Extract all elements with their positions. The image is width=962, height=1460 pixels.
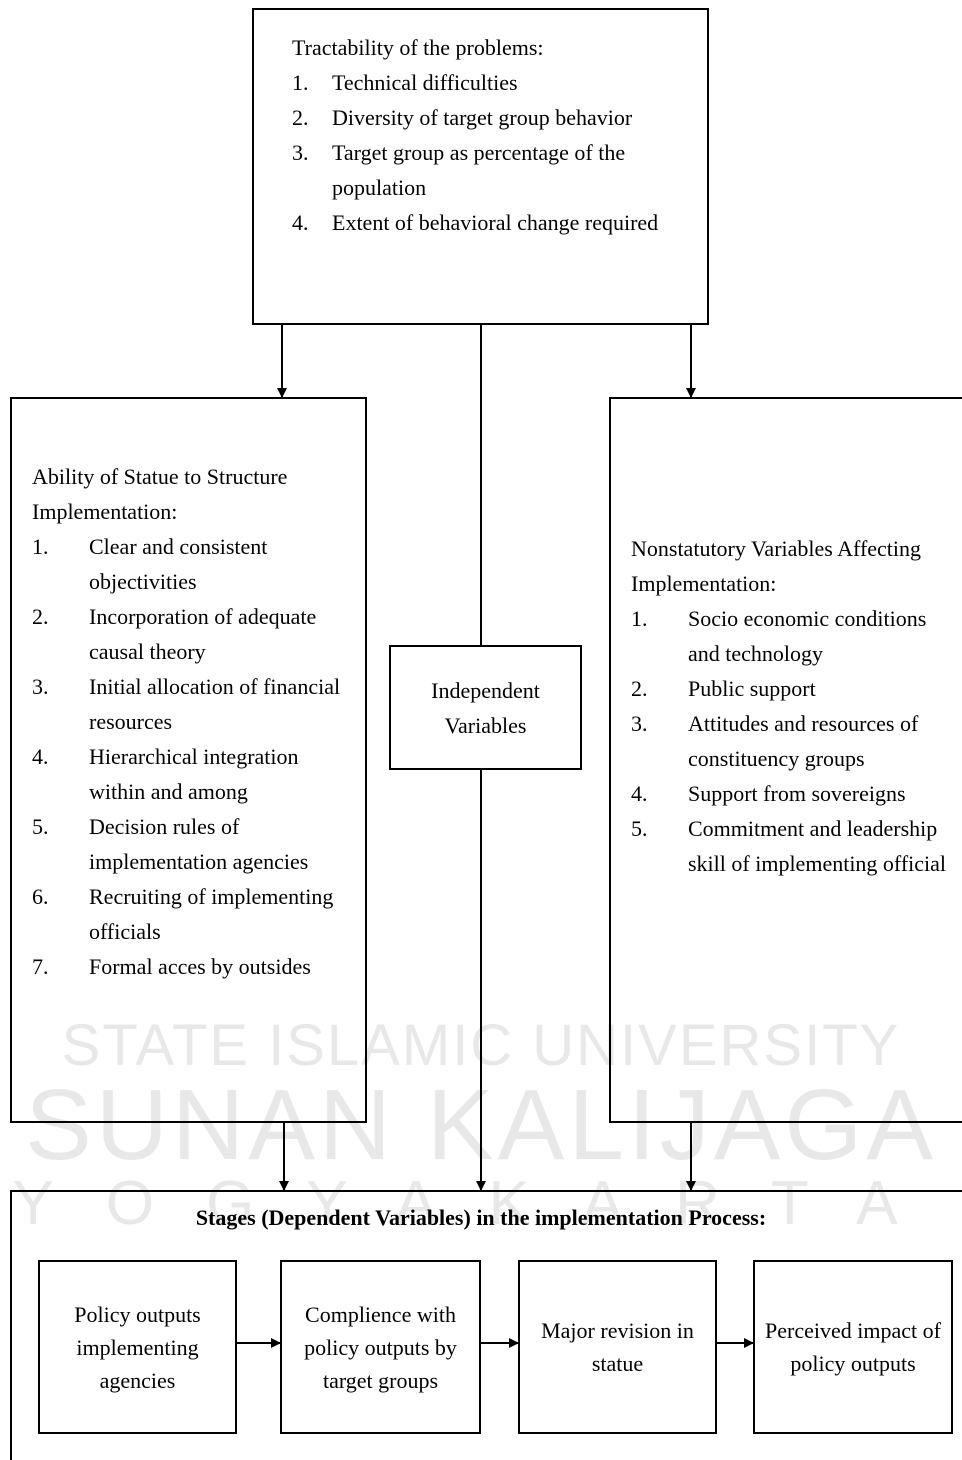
list-item: 4. Support from sovereigns	[631, 776, 951, 811]
list-item-number: 5.	[631, 816, 648, 841]
list-item-text: Recruiting of implementing officials	[89, 884, 334, 944]
list-item: 3. Target group as percentage of the popu…	[292, 135, 672, 205]
list-item-number: 1.	[292, 70, 309, 95]
tractability-title: Tractability of the problems:	[292, 35, 544, 60]
nonstatutory-variables-box: Nonstatutory Variables Affecting Impleme…	[609, 397, 962, 1123]
nonstatutory-variables-title: Nonstatutory Variables Affecting Impleme…	[631, 536, 922, 596]
list-item-number: 7.	[32, 954, 49, 979]
list-item: 2. Incorporation of adequate causal theor…	[32, 599, 357, 669]
list-item-text: Support from sovereigns	[688, 781, 906, 806]
list-item-number: 2.	[32, 604, 49, 629]
statute-ability-title: Ability of Statue to Structure Implement…	[32, 464, 288, 524]
list-item: 1. Technical difficulties	[292, 65, 672, 100]
list-item-text: Extent of behavioral change required	[332, 210, 659, 235]
stages-box	[10, 1190, 962, 1460]
list-item-number: 4.	[292, 210, 309, 235]
list-item-number: 3.	[32, 674, 49, 699]
list-item: 1. Socio economic conditions and technolo…	[631, 601, 951, 671]
list-item-text: Technical difficulties	[332, 70, 518, 95]
list-item-text: Clear and consistent objectivities	[89, 534, 268, 594]
statute-ability-box: Ability of Statue to Structure Implement…	[10, 397, 367, 1123]
list-item-number: 3.	[631, 711, 648, 736]
list-item-number: 4.	[631, 781, 648, 806]
stage-label: Major revision in statue	[541, 1318, 694, 1376]
list-item-text: Hierarchical integration within and amon…	[89, 744, 299, 804]
statute-ability-list: 1. Clear and consistent objectivities 2. I…	[32, 529, 357, 984]
independent-variables-line-1: Independent	[431, 678, 540, 703]
tractability-box: Tractability of the problems: 1. Technica…	[252, 8, 709, 325]
list-item-number: 3.	[292, 140, 309, 165]
stages-title: Stages (Dependent Variables) in the impl…	[195, 1205, 767, 1230]
list-item-text: Target group as percentage of the popula…	[332, 140, 626, 200]
independent-variables-box: Independent Variables	[389, 645, 582, 770]
list-item-text: Incorporation of adequate causal theory	[89, 604, 317, 664]
list-item-number: 1.	[32, 534, 49, 559]
list-item-text: Initial allocation of financial resource…	[89, 674, 341, 734]
list-item: 4. Hierarchical integration within and am…	[32, 739, 357, 809]
list-item: 3. Initial allocation of financial resour…	[32, 669, 357, 739]
tractability-list: 1. Technical difficulties 2. Diversity of …	[292, 65, 672, 240]
list-item: 7. Formal acces by outsides	[32, 949, 357, 984]
stage-label: Perceived impact of policy outputs	[765, 1318, 941, 1376]
stage-major-revision: Major revision in statue	[518, 1260, 717, 1434]
list-item: 3. Attitudes and resources of constituenc…	[631, 706, 951, 776]
stage-perceived-impact: Perceived impact of policy outputs	[753, 1260, 953, 1434]
list-item: 2. Diversity of target group behavior	[292, 100, 672, 135]
list-item: 1. Clear and consistent objectivities	[32, 529, 357, 599]
list-item: 5. Commitment and leadership skill of imp…	[631, 811, 951, 881]
list-item-text: Socio economic conditions and technology	[688, 606, 927, 666]
stage-compliance: Complience with policy outputs by target…	[280, 1260, 481, 1434]
list-item-number: 5.	[32, 814, 49, 839]
list-item-number: 1.	[631, 606, 648, 631]
list-item-text: Attitudes and resources of constituency …	[688, 711, 919, 771]
independent-variables-line-2: Variables	[444, 713, 527, 738]
list-item-number: 4.	[32, 744, 49, 769]
list-item-text: Commitment and leadership skill of imple…	[688, 816, 947, 876]
nonstatutory-variables-list: 1. Socio economic conditions and technolo…	[631, 601, 951, 881]
stage-policy-outputs: Policy outputs implementing agencies	[38, 1260, 237, 1434]
list-item-text: Diversity of target group behavior	[332, 105, 633, 130]
list-item: 6. Recruiting of implementing officials	[32, 879, 357, 949]
list-item-number: 2.	[292, 105, 309, 130]
list-item: 5. Decision rules of implementation agenc…	[32, 809, 357, 879]
list-item: 2. Public support	[631, 671, 951, 706]
list-item-text: Decision rules of implementation agencie…	[89, 814, 309, 874]
list-item-number: 6.	[32, 884, 49, 909]
stage-label: Policy outputs implementing agencies	[74, 1301, 201, 1393]
list-item-number: 2.	[631, 676, 648, 701]
list-item-text: Formal acces by outsides	[89, 954, 311, 979]
stage-label: Complience with policy outputs by target…	[304, 1301, 457, 1393]
list-item-text: Public support	[688, 676, 816, 701]
list-item: 4. Extent of behavioral change required	[292, 205, 672, 240]
